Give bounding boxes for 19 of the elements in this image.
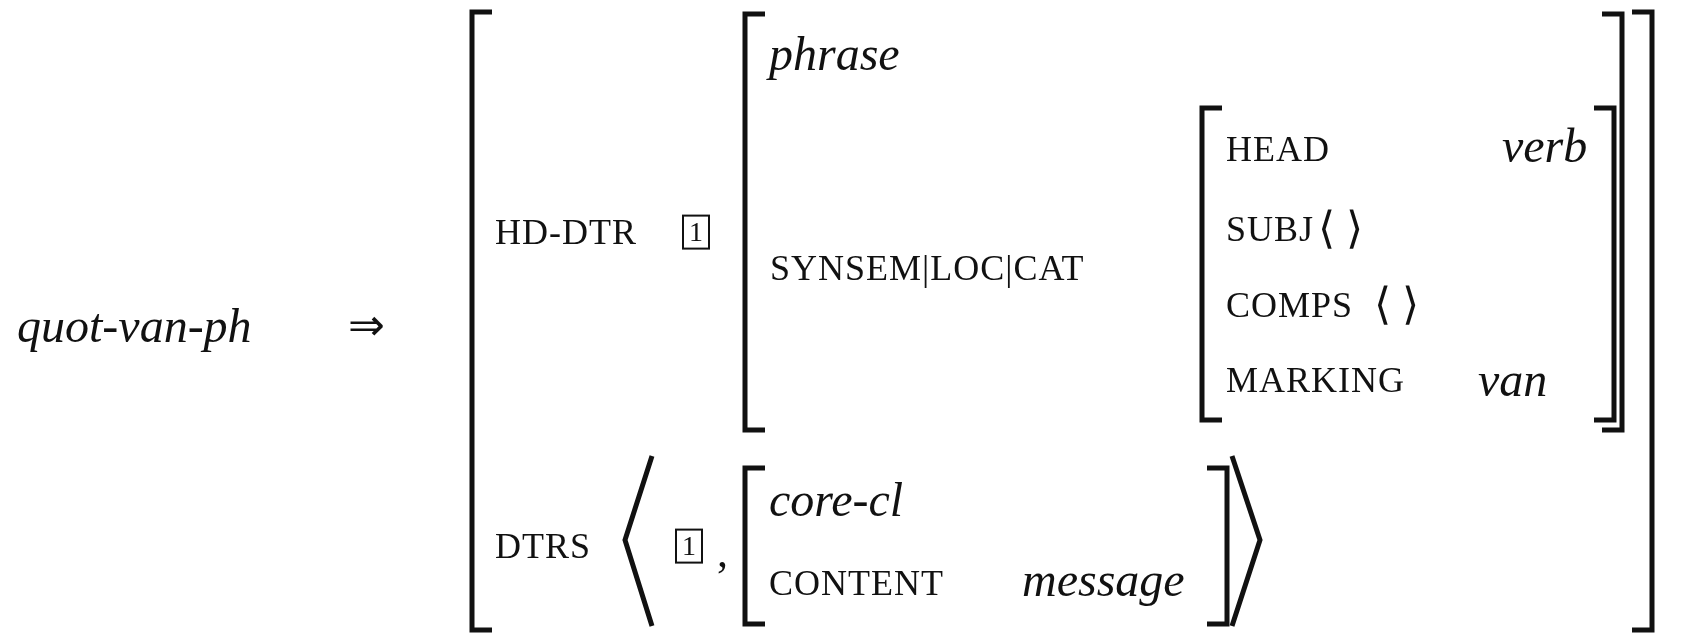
coindex-tag: 1 bbox=[675, 528, 703, 564]
feature-name: CONTENT bbox=[769, 565, 944, 601]
implication-arrow: ⇒ bbox=[348, 304, 385, 348]
feature-name: DTRS bbox=[495, 528, 592, 564]
type-value: message bbox=[1022, 556, 1185, 604]
feature-path: SYNSEM|LOC|CAT bbox=[770, 250, 1085, 286]
comma: , bbox=[717, 531, 728, 575]
type-value: van bbox=[1478, 356, 1548, 404]
feature-name: HEAD bbox=[1226, 131, 1330, 167]
feature-name: SUBJ bbox=[1226, 211, 1315, 247]
coindex-tag: 1 bbox=[682, 214, 710, 250]
feature-name: HD-DTR bbox=[495, 214, 637, 250]
feature-name: MARKING bbox=[1226, 362, 1405, 398]
type-value: verb bbox=[1502, 122, 1588, 170]
feature-name: COMPS bbox=[1226, 287, 1354, 323]
type-name: core-cl bbox=[769, 476, 904, 524]
type-name: quot-van-ph bbox=[17, 302, 252, 350]
empty-list: ⟨ ⟩ bbox=[1374, 283, 1419, 327]
empty-list: ⟨ ⟩ bbox=[1318, 207, 1363, 251]
